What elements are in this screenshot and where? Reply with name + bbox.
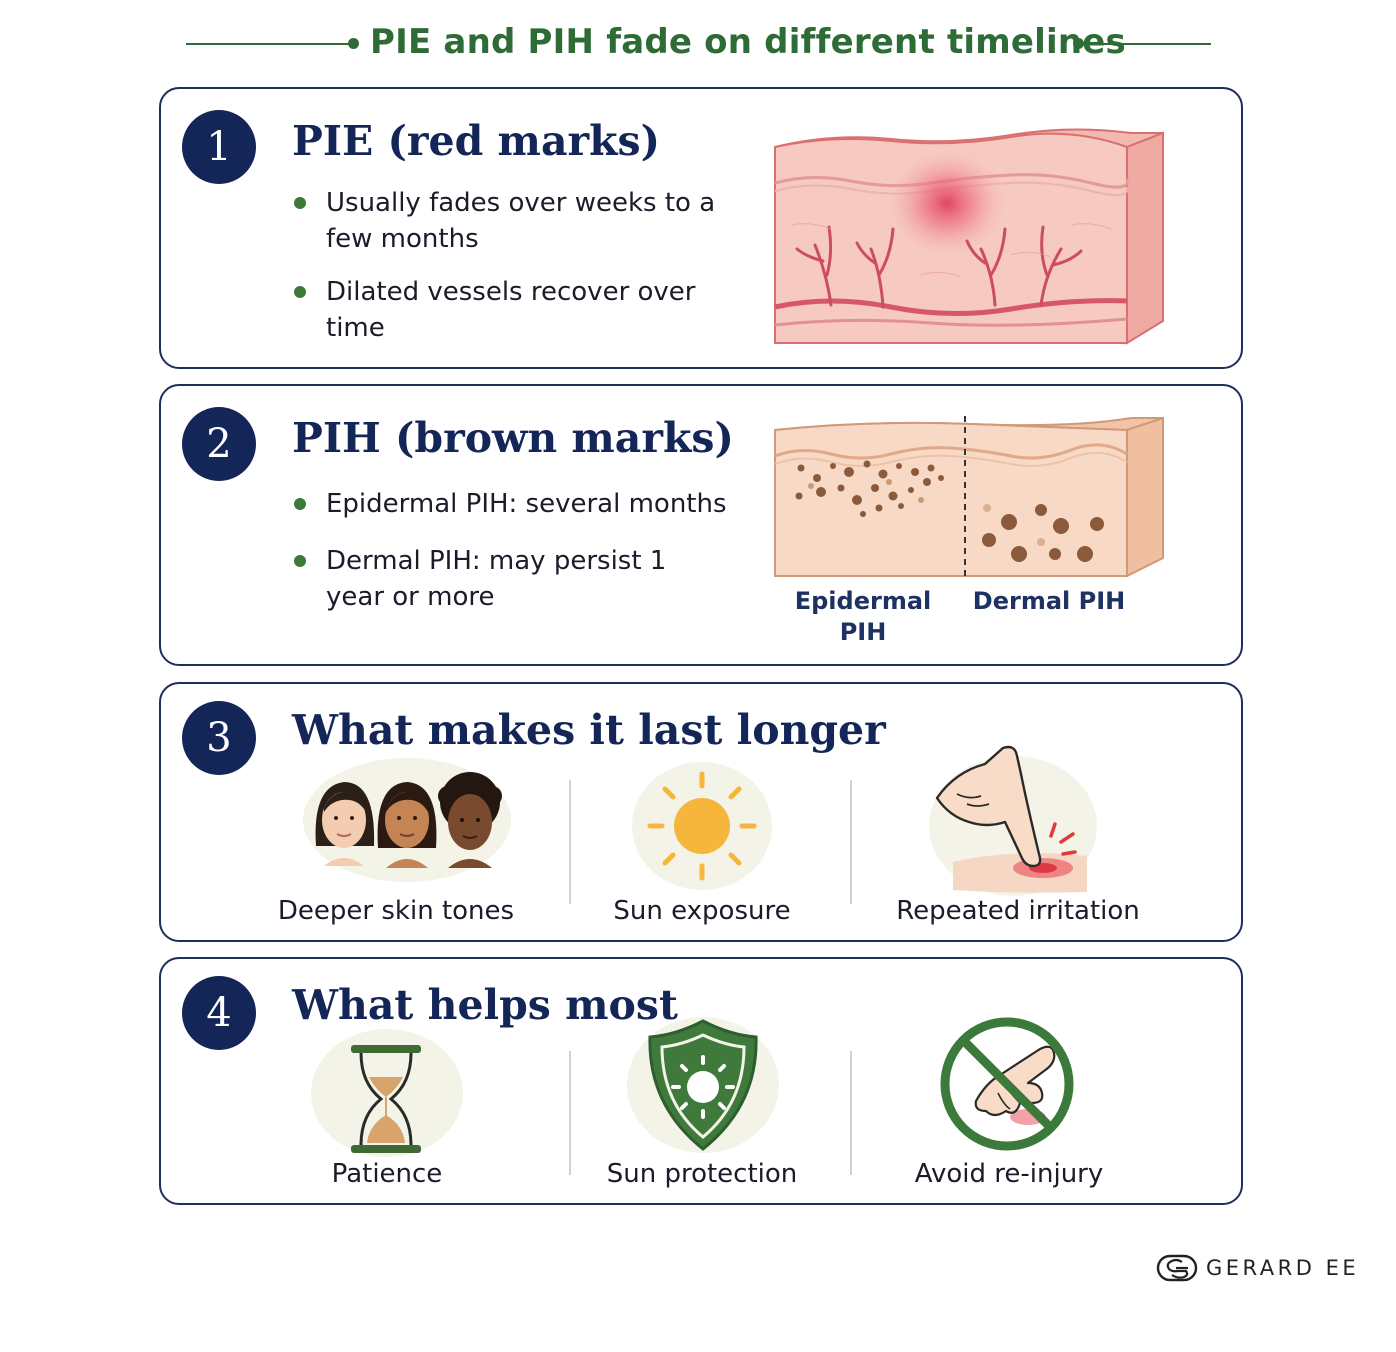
bullet-list: Epidermal PIH: several months Dermal PIH… <box>292 486 786 615</box>
card-title: What helps most <box>292 981 678 1029</box>
card-what-helps-most: 4 What helps most Patience Sun protectio… <box>159 957 1243 1205</box>
repeated-irritation-label: Repeated irritation <box>896 896 1140 926</box>
header-rule-left <box>186 43 354 45</box>
bullet-list: Usually fades over weeks to a few months… <box>292 185 756 346</box>
pie-skin-cross-section-icon <box>774 128 1164 345</box>
header-dot-left <box>348 38 359 49</box>
card-pie: 1 PIE (red marks) Usually fades over wee… <box>159 87 1243 369</box>
sun-protection-label: Sun protection <box>606 1159 798 1189</box>
hourglass-icon <box>311 1029 463 1157</box>
card-number: 2 <box>182 407 256 481</box>
card-pih: 2 PIH (brown marks) Epidermal PIH: sever… <box>159 384 1243 666</box>
dermal-pih-label: Dermal PIH <box>972 587 1126 615</box>
card-number: 3 <box>182 701 256 775</box>
card-what-makes-it-last-longer: 3 What makes it last longer <box>159 682 1243 942</box>
bullet-item: Dermal PIH: may persist 1 year or more <box>292 543 726 615</box>
page-header: PIE and PIH fade on different timelines <box>0 20 1396 70</box>
column-divider <box>569 780 571 904</box>
bullet-item: Usually fades over weeks to a few months <box>292 185 756 257</box>
page-title: PIE and PIH fade on different timelines <box>370 22 1126 62</box>
bullet-item: Dilated vessels recover over time <box>292 274 756 346</box>
patience-label: Patience <box>331 1159 443 1189</box>
pih-skin-cross-section-icon <box>774 416 1164 578</box>
brand-mark: GERARD EE <box>1156 1252 1359 1284</box>
sun-exposure-label: Sun exposure <box>613 896 791 926</box>
header-rule-right <box>1078 43 1211 45</box>
epidermal-pih-label: Epidermal PIH <box>794 587 932 646</box>
skin-tones-faces-icon <box>303 758 511 882</box>
deeper-skin-tones-label: Deeper skin tones <box>277 896 515 926</box>
card-number: 1 <box>182 110 256 184</box>
gerard-ee-logo-icon <box>1156 1254 1198 1282</box>
sun-icon <box>632 762 772 890</box>
no-touching-icon <box>940 1017 1074 1151</box>
avoid-re-injury-label: Avoid re-injury <box>914 1159 1104 1189</box>
sun-shield-icon <box>627 1017 779 1153</box>
bullet-item: Epidermal PIH: several months <box>292 486 786 522</box>
brand-name: GERARD EE <box>1206 1256 1360 1280</box>
finger-poking-skin-icon <box>929 745 1097 896</box>
card-title: PIE (red marks) <box>292 117 660 165</box>
column-divider <box>850 780 852 904</box>
column-divider <box>850 1051 852 1175</box>
card-title: PIH (brown marks) <box>292 414 734 462</box>
card-title: What makes it last longer <box>292 706 886 754</box>
card-number: 4 <box>182 976 256 1050</box>
column-divider <box>569 1051 571 1175</box>
